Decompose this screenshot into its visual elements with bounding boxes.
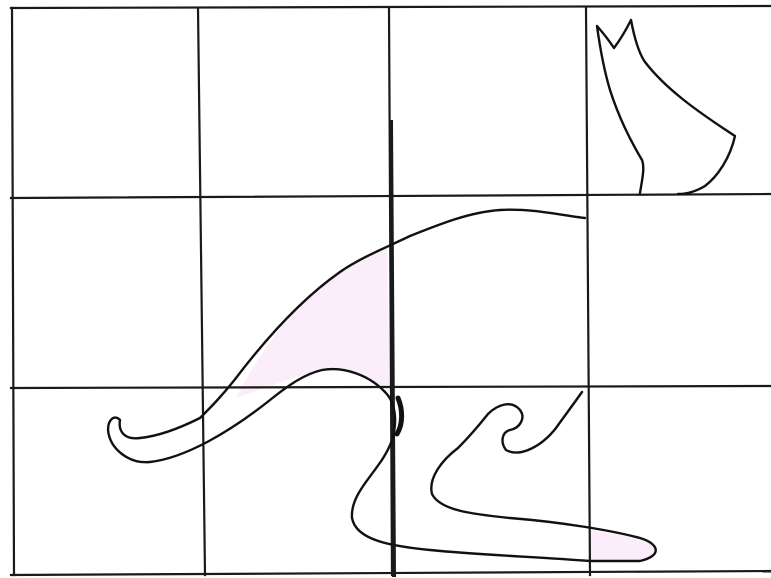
grid-line-column-1 (198, 8, 205, 575)
ear-fragment-outline (597, 20, 735, 194)
tinted-wedge-region (236, 248, 390, 398)
joint-mark (397, 398, 402, 434)
grid-line-column-3 (586, 8, 590, 575)
grid (11, 6, 771, 575)
grid-line-top (11, 6, 771, 8)
grid-line-left (12, 8, 14, 575)
